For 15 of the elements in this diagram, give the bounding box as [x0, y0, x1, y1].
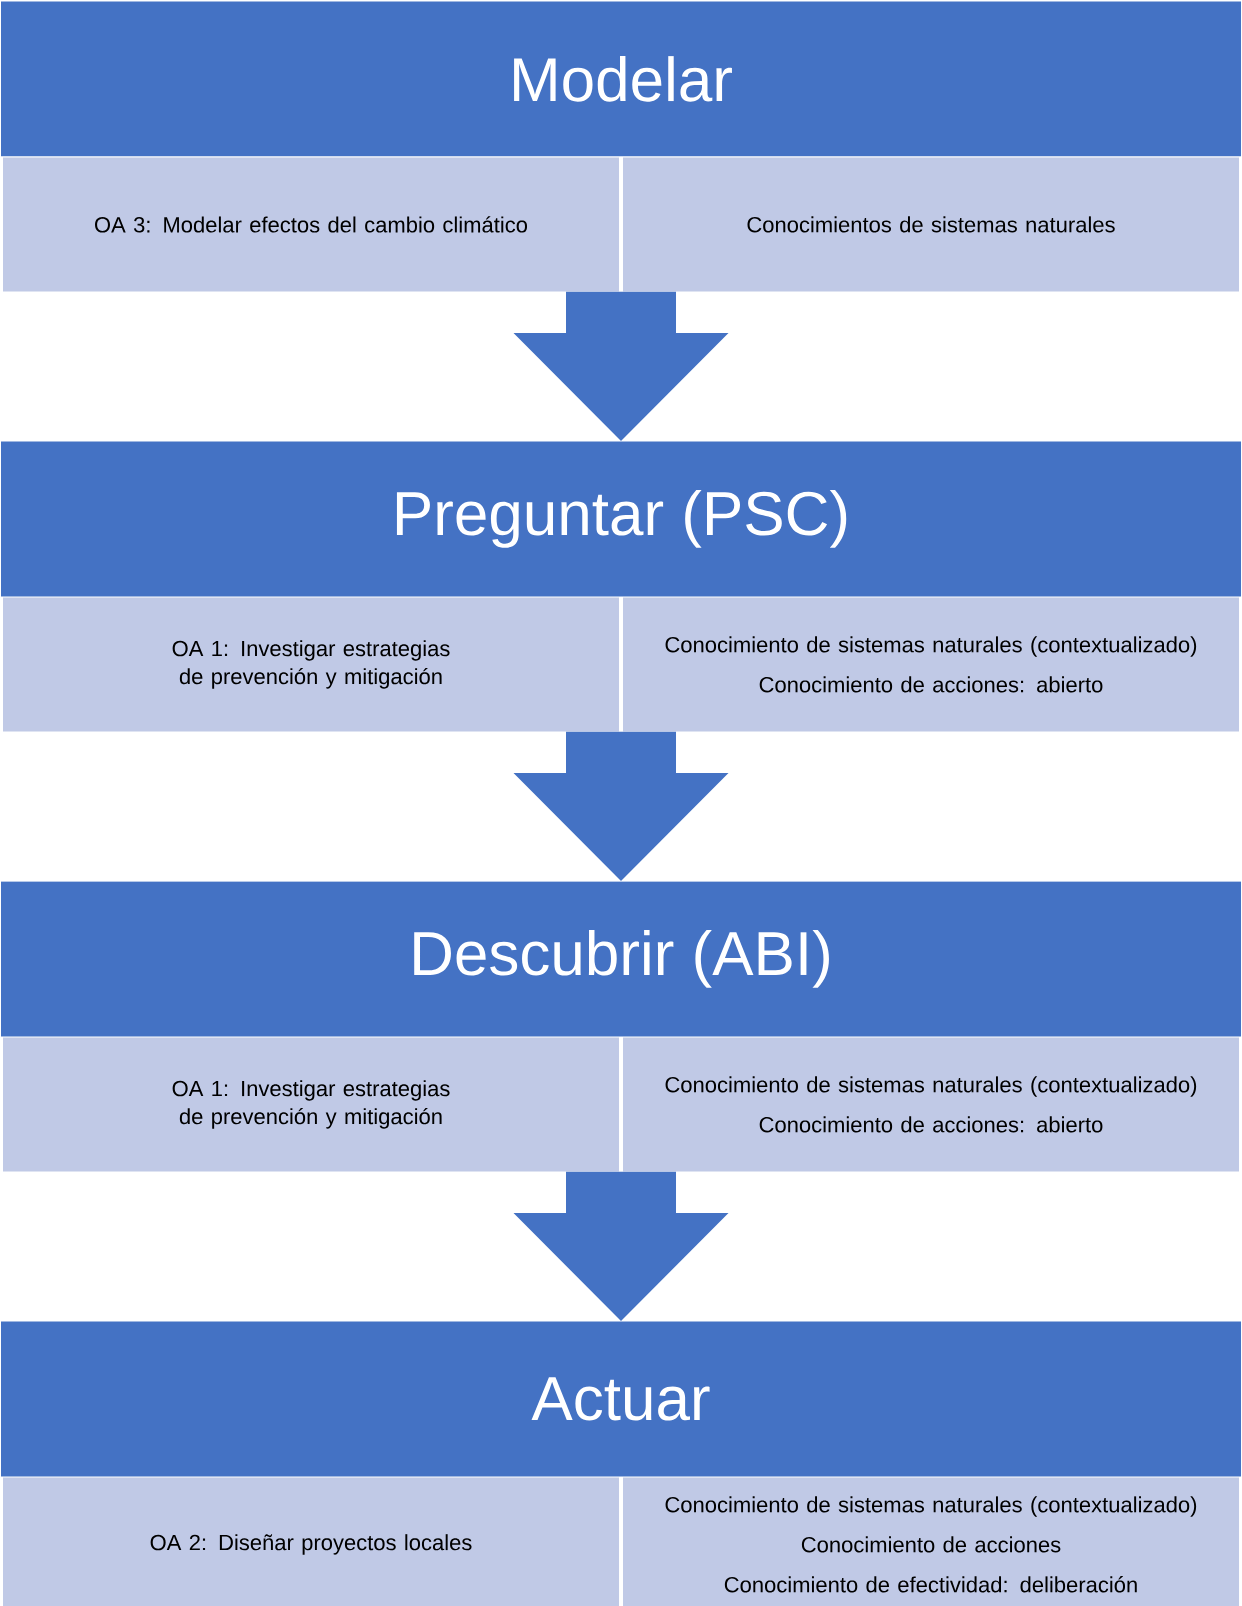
- header-band: Preguntar (PSC): [1, 441, 1241, 597]
- block-arrow: [513, 731, 729, 881]
- content-cell: OA 2: Diseñar proyectos locales: [3, 1477, 619, 1606]
- content-cell: Conocimiento de sistemas naturales (contextualizado) Conocimiento de acciones Conocimiento de efectividad: deliberación: [623, 1477, 1239, 1606]
- block-arrow: [513, 291, 729, 441]
- content-cell: Conocimiento de sistemas naturales (contextualizado) Conocimiento de acciones: abierto: [623, 597, 1239, 732]
- content-cell: OA 3: Modelar efectos del cambio climático: [3, 157, 619, 292]
- header-band: Actuar: [1, 1321, 1241, 1477]
- content-cell: Conocimiento de sistemas naturales (contextualizado) Conocimiento de acciones: abierto: [623, 1037, 1239, 1172]
- content-cell: OA 1: Investigar estrategias de prevención y mitigación: [3, 1037, 619, 1172]
- block-arrow: [513, 1171, 729, 1321]
- header-band: Descubrir (ABI): [1, 881, 1241, 1037]
- header-band: Modelar: [1, 1, 1241, 157]
- content-cell: Conocimientos de sistemas naturales: [623, 157, 1239, 292]
- content-cell: OA 1: Investigar estrategias de prevención y mitigación: [3, 597, 619, 732]
